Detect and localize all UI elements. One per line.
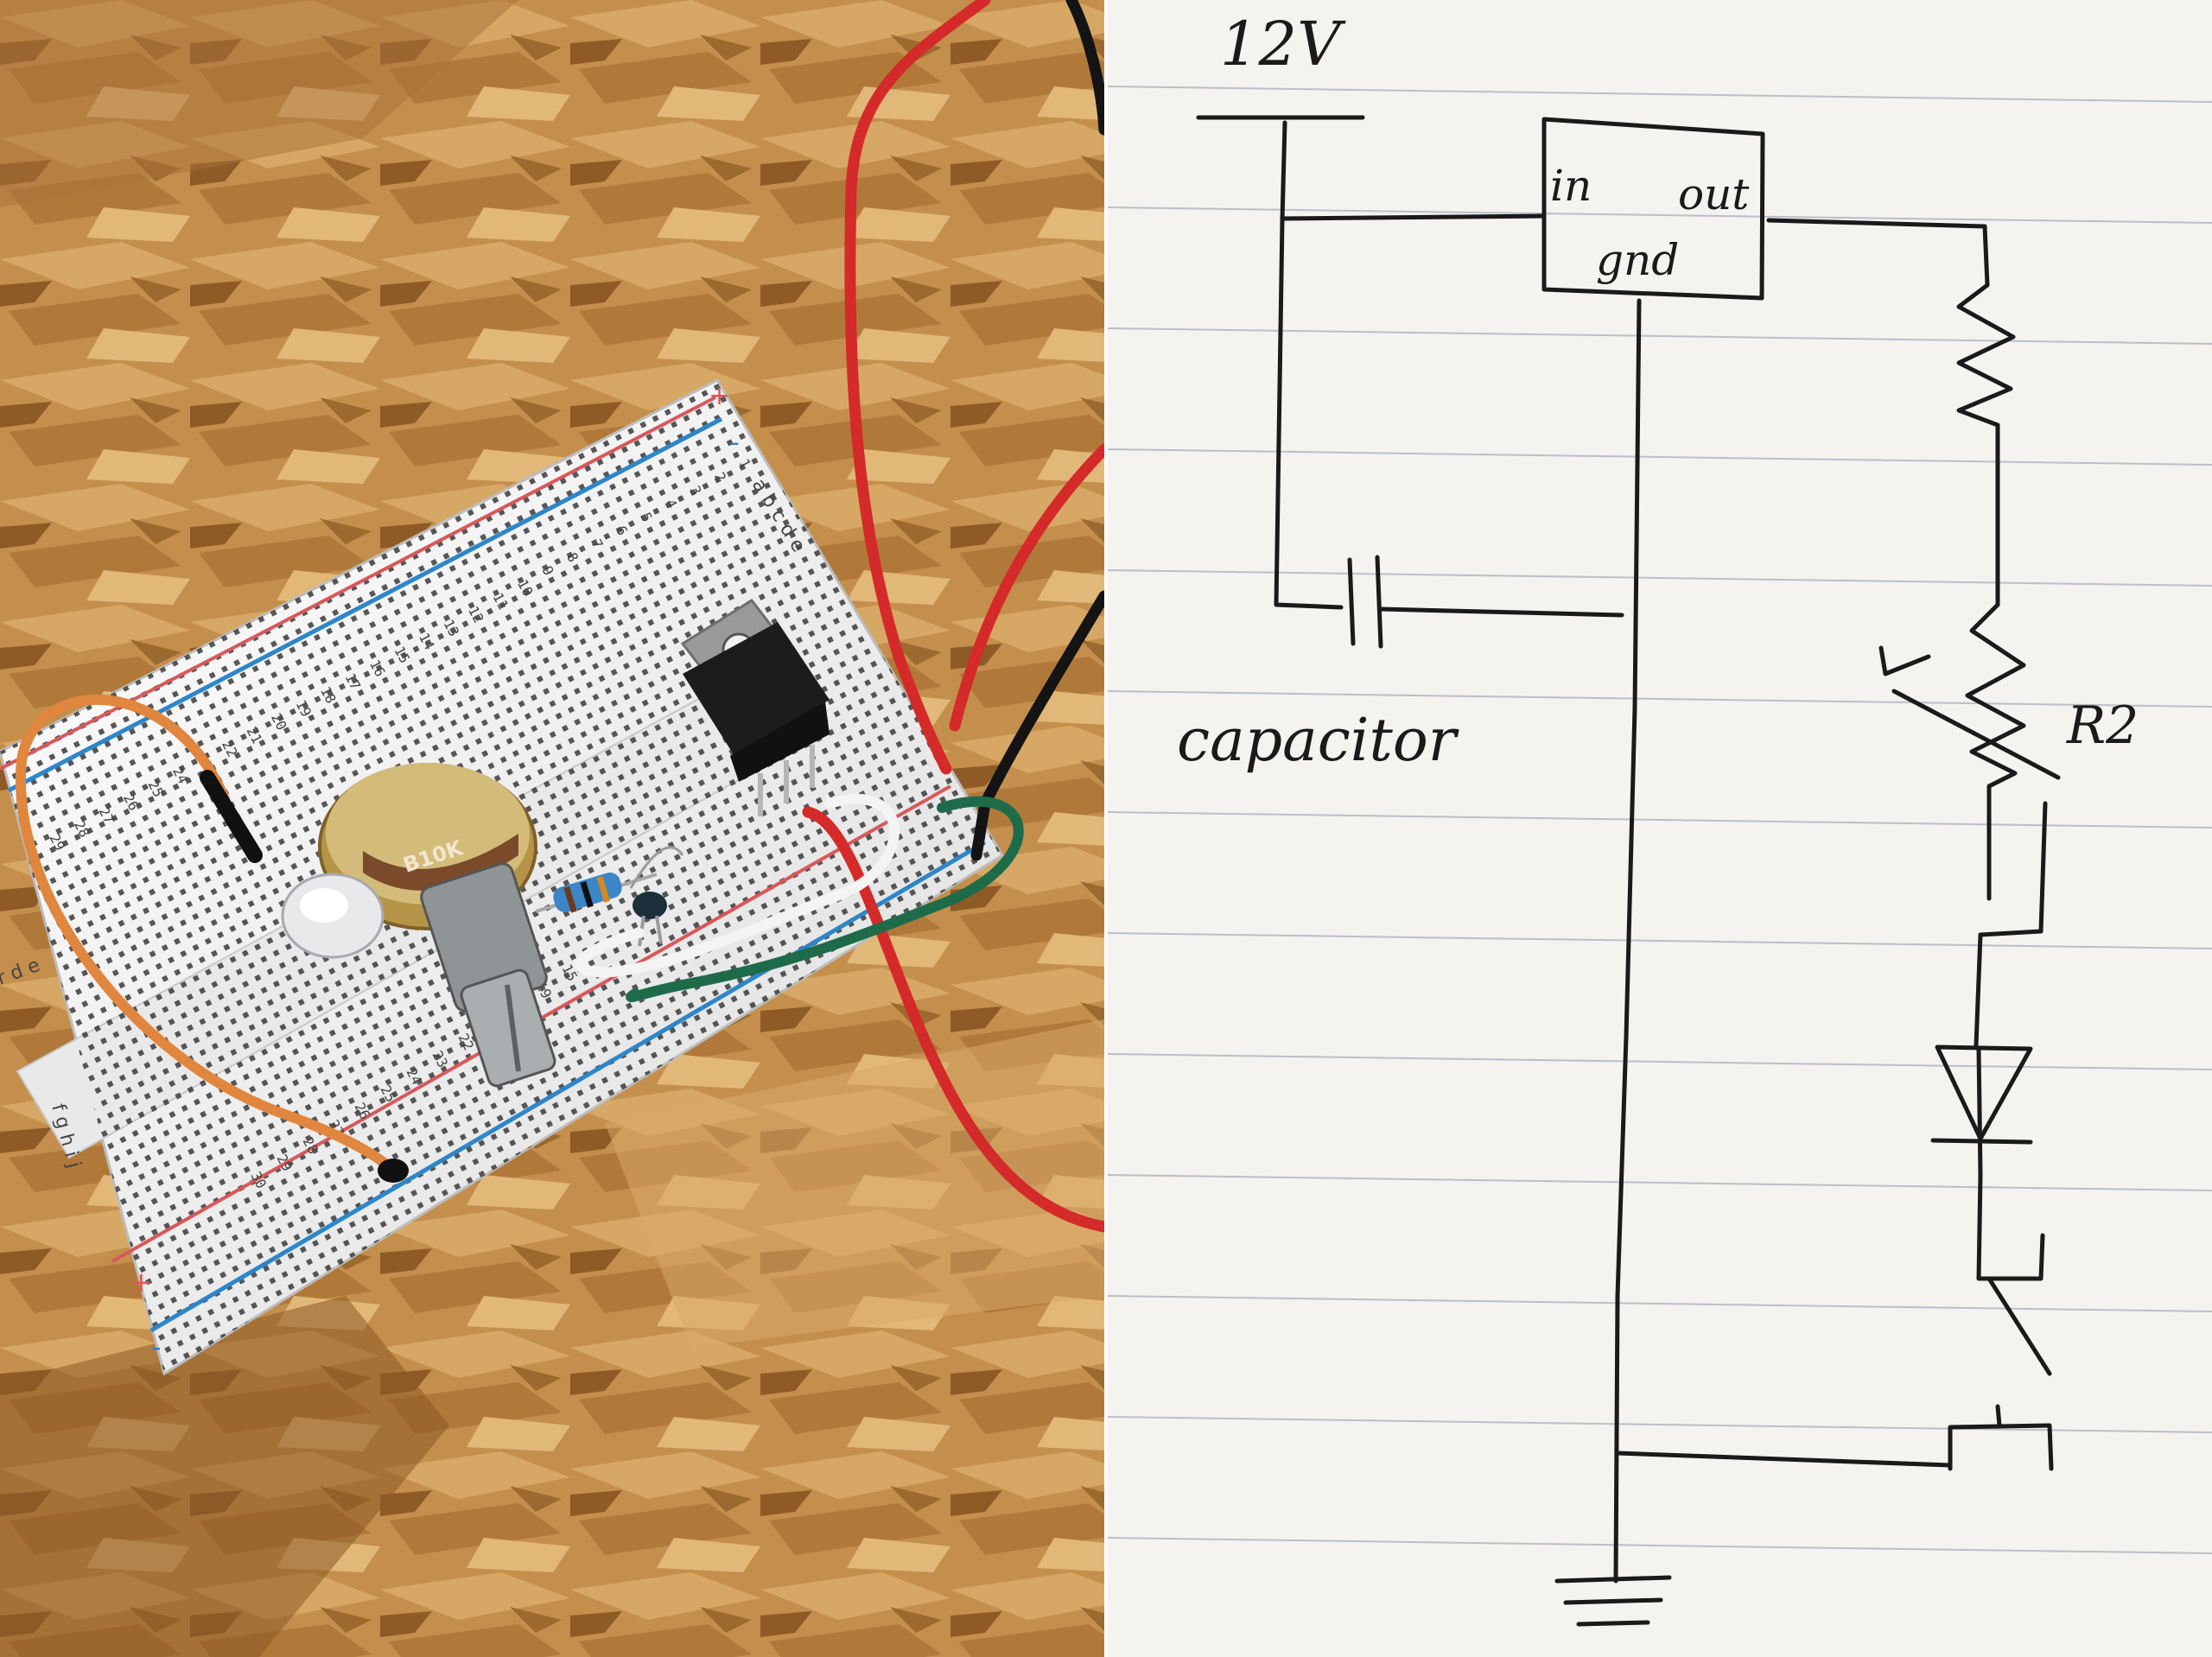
regulator-gnd-label: gnd xyxy=(1596,235,1679,285)
red-wire-loop xyxy=(802,806,1104,1233)
regulator-out-label: out xyxy=(1678,169,1750,219)
panel-divider xyxy=(1104,0,1108,1657)
supply-to-capacitor-wire xyxy=(1274,218,1344,610)
switch-blade xyxy=(1986,1276,2052,1376)
top-negative-rail xyxy=(7,416,723,793)
ground-rail xyxy=(1613,298,1642,1584)
regulator-in-label: in xyxy=(1550,161,1592,211)
capacitor-plate-right xyxy=(1375,555,1383,649)
ruled-line xyxy=(1108,569,2212,587)
supply-lead xyxy=(1280,120,1287,223)
ruled-line xyxy=(1108,327,2212,345)
red-wire-right xyxy=(949,443,1104,732)
ruled-line xyxy=(1108,932,2212,949)
led xyxy=(281,873,385,959)
led-axis xyxy=(1976,1047,1983,1178)
ruled-line xyxy=(1108,1053,2212,1070)
capacitor-plate-left xyxy=(1347,557,1356,646)
potentiometer: B10K xyxy=(318,763,556,1088)
rail-minus-top: - xyxy=(730,428,740,458)
switch-lead xyxy=(1976,1172,2045,1281)
rail-plus-top: + xyxy=(709,381,730,411)
ground-symbol-top xyxy=(1554,1575,1672,1584)
black-wire-top xyxy=(1065,0,1104,136)
push-button xyxy=(1948,1423,2054,1471)
regulator-box xyxy=(1541,117,1765,301)
r2-to-led-wire xyxy=(1974,801,2048,1048)
ruled-line xyxy=(1108,1174,2212,1191)
rail-plus-bottom: + xyxy=(130,1266,153,1298)
white-wire xyxy=(575,793,899,978)
variable-resistor-arrow-head xyxy=(1878,645,1931,676)
capacitor-label: capacitor xyxy=(1177,707,1459,775)
voltage-regulator xyxy=(680,599,830,816)
led-triangle xyxy=(1935,1044,2033,1141)
capacitor-to-ground-wire xyxy=(1378,606,1624,618)
ruled-line xyxy=(1108,1416,2212,1433)
variable-resistor-arrow-shaft xyxy=(1891,689,2061,780)
regulator-out-wire xyxy=(1766,218,1990,288)
schematic-drawing: 12V in out gnd capacitor R2 xyxy=(1108,9,2212,1627)
supply-label: 12V xyxy=(1220,9,1346,79)
breadboard-photo-illustration: + - + - a b c d e r d e f g h i j 123456… xyxy=(0,0,1104,1657)
push-button-stem xyxy=(1995,1404,2002,1428)
wires xyxy=(15,0,1104,1233)
ruled-line xyxy=(1108,86,2212,103)
bottom-return-wire xyxy=(1615,1451,1953,1468)
ruled-line xyxy=(1108,206,2212,224)
ruled-line xyxy=(1108,448,2212,466)
ruled-lines xyxy=(1108,86,2212,1554)
variable-resistor-label: R2 xyxy=(2066,695,2139,756)
red-wire-supply xyxy=(844,0,991,775)
ruled-line xyxy=(1108,690,2212,708)
ground-symbol-bottom xyxy=(1576,1620,1650,1627)
bottom-negative-rail xyxy=(149,840,987,1333)
ruled-line xyxy=(1108,1295,2212,1312)
schematic-sketch: 12V in out gnd capacitor R2 xyxy=(1108,0,2212,1657)
ruled-line xyxy=(1108,811,2212,828)
capacitor xyxy=(629,846,684,947)
variable-resistor xyxy=(1965,602,2026,901)
fixed-resistor xyxy=(1956,283,2016,607)
green-wire xyxy=(626,796,1024,1003)
ruled-line xyxy=(1108,1537,2212,1554)
ground-symbol-middle xyxy=(1563,1597,1663,1605)
black-wire-right xyxy=(970,590,1104,861)
supply-to-regulator-wire xyxy=(1280,213,1547,221)
rail-minus-bottom: - xyxy=(151,1330,162,1363)
orange-wire xyxy=(15,695,398,1176)
